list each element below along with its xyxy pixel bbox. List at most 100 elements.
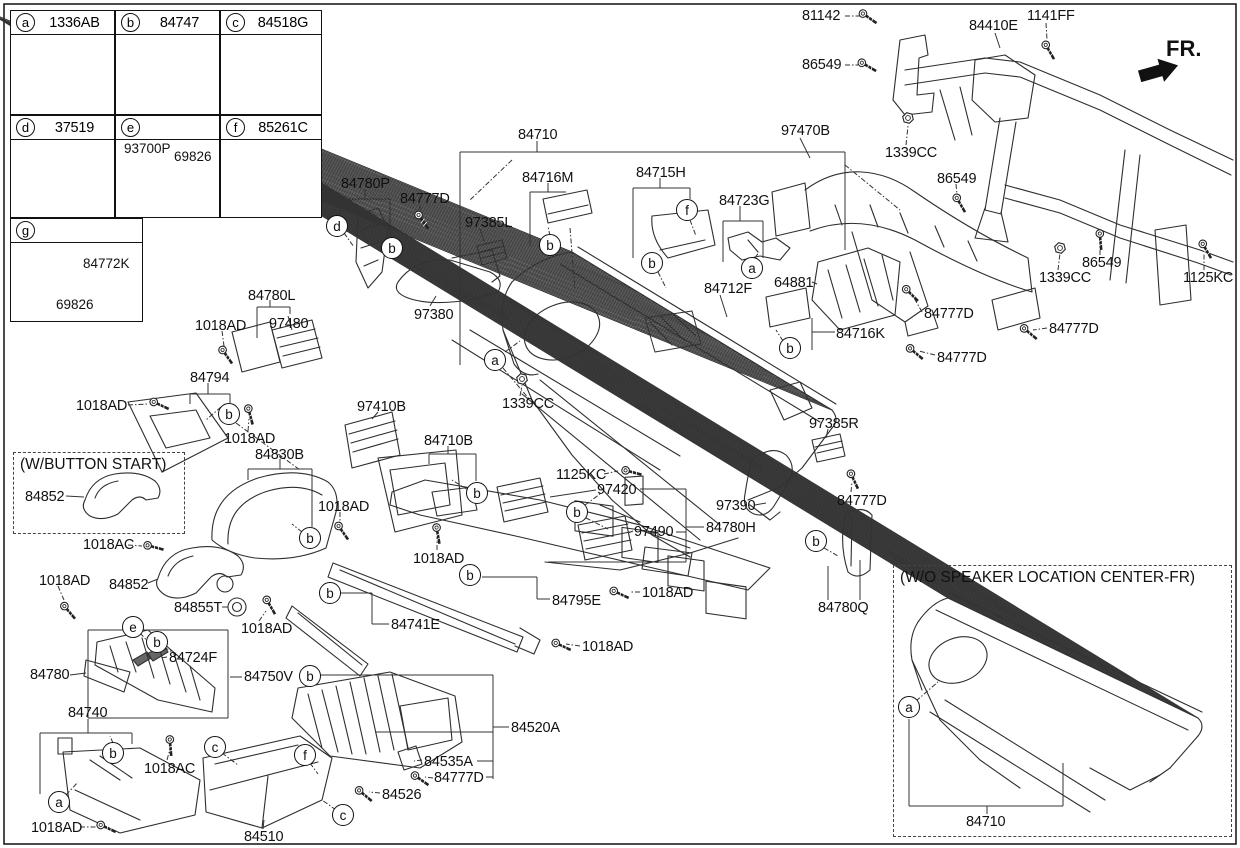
legend-key-icon: g bbox=[16, 221, 35, 240]
callout-d: d bbox=[326, 215, 348, 237]
part-label-1018AD: 1018AD bbox=[318, 499, 370, 515]
callout-b: b bbox=[381, 237, 403, 259]
part-label-1125KC: 1125KC bbox=[1183, 270, 1234, 286]
legend-part-code: 84518G bbox=[257, 14, 309, 31]
part-label-1018AD: 1018AD bbox=[76, 398, 128, 414]
callout-f: f bbox=[676, 199, 698, 221]
part-label-84780L: 84780L bbox=[248, 288, 296, 304]
callout-b: b bbox=[466, 482, 488, 504]
legend-part-label-69826: 69826 bbox=[174, 149, 212, 164]
part-label-84777D: 84777D bbox=[400, 191, 450, 207]
part-label-1018AD: 1018AD bbox=[413, 551, 465, 567]
part-label-97480: 97480 bbox=[269, 316, 309, 332]
part-label-1018AD: 1018AD bbox=[39, 573, 91, 589]
part-label-84520A: 84520A bbox=[511, 720, 560, 736]
part-label-84855T: 84855T bbox=[174, 600, 222, 616]
part-label-84510: 84510 bbox=[244, 829, 284, 845]
variant-box-title: (W/BUTTON START) bbox=[20, 456, 167, 473]
part-label-1018AD: 1018AD bbox=[31, 820, 83, 836]
part-label-84852: 84852 bbox=[109, 577, 149, 593]
part-label-1125KC: 1125KC bbox=[556, 467, 607, 483]
part-label-97410B: 97410B bbox=[357, 399, 406, 415]
part-label-84710B: 84710B bbox=[424, 433, 473, 449]
part-label-84710: 84710 bbox=[518, 127, 558, 143]
part-label-84716M: 84716M bbox=[522, 170, 574, 186]
legend-key-icon: d bbox=[16, 118, 35, 137]
part-label-84777D: 84777D bbox=[924, 306, 974, 322]
callout-b: b bbox=[566, 501, 588, 523]
legend-cell-f: f 85261C bbox=[220, 115, 322, 218]
part-label-84794: 84794 bbox=[190, 370, 230, 386]
part-label-84780Q: 84780Q bbox=[818, 600, 869, 616]
callout-b: b bbox=[299, 665, 321, 687]
part-label-1141FF: 1141FF bbox=[1027, 8, 1075, 24]
part-label-84740: 84740 bbox=[68, 705, 108, 721]
legend-part-label-69826: 69826 bbox=[56, 297, 94, 312]
part-label-97385R: 97385R bbox=[809, 416, 859, 432]
part-label-97470B: 97470B bbox=[781, 123, 830, 139]
legend-key-icon: f bbox=[226, 118, 245, 137]
legend-key-icon: b bbox=[121, 13, 140, 32]
part-label-84795E: 84795E bbox=[552, 593, 601, 609]
part-label-84724F: 84724F bbox=[169, 650, 217, 666]
part-label-84715H: 84715H bbox=[636, 165, 686, 181]
part-label-84780H: 84780H bbox=[706, 520, 756, 536]
part-label-1018AD: 1018AD bbox=[241, 621, 293, 637]
legend-part-code: 85261C bbox=[258, 119, 308, 136]
part-label-1339CC: 1339CC bbox=[1039, 270, 1091, 286]
part-label-1018AC: 1018AC bbox=[144, 761, 196, 777]
part-label-84777D: 84777D bbox=[1049, 321, 1099, 337]
part-label-84830B: 84830B bbox=[255, 447, 304, 463]
part-label-97390: 97390 bbox=[716, 498, 756, 514]
callout-b: b bbox=[299, 527, 321, 549]
callout-a: a bbox=[741, 257, 763, 279]
variant-box: (W/BUTTON START) bbox=[13, 452, 185, 534]
legend-cell-b: b 84747 bbox=[115, 10, 220, 115]
part-label-84535A: 84535A bbox=[424, 754, 473, 770]
part-label-84777D: 84777D bbox=[937, 350, 987, 366]
callout-e: e bbox=[122, 616, 144, 638]
part-label-84780P: 84780P bbox=[341, 176, 390, 192]
part-label-84526: 84526 bbox=[382, 787, 422, 803]
part-label-84777D: 84777D bbox=[434, 770, 484, 786]
part-label-84750V: 84750V bbox=[244, 669, 293, 685]
variant-box: (W/O SPEAKER LOCATION CENTER-FR) bbox=[893, 565, 1232, 837]
callout-b: b bbox=[539, 234, 561, 256]
legend-key-icon: c bbox=[226, 13, 245, 32]
callout-b: b bbox=[779, 337, 801, 359]
part-label-81142: 81142 bbox=[802, 8, 841, 24]
callout-c: c bbox=[332, 804, 354, 826]
fr-direction-arrow-icon bbox=[1137, 58, 1179, 83]
part-label-84410E: 84410E bbox=[969, 18, 1018, 34]
legend-key-icon: a bbox=[16, 13, 35, 32]
part-label-84723G: 84723G bbox=[719, 193, 770, 209]
part-label-84710: 84710 bbox=[966, 814, 1006, 830]
part-label-1018AD: 1018AD bbox=[224, 431, 276, 447]
part-label-86549: 86549 bbox=[937, 171, 977, 187]
part-label-84716K: 84716K bbox=[836, 326, 885, 342]
variant-box-title: (W/O SPEAKER LOCATION CENTER-FR) bbox=[900, 569, 1196, 586]
part-label-1018AD: 1018AD bbox=[582, 639, 634, 655]
legend-part-code: 1336AB bbox=[49, 14, 100, 31]
legend-key-icon: e bbox=[121, 118, 140, 137]
callout-b: b bbox=[102, 742, 124, 764]
callout-a: a bbox=[898, 696, 920, 718]
callout-a: a bbox=[48, 791, 70, 813]
legend-cell-g: g bbox=[10, 218, 143, 322]
legend-part-label-93700P: 93700P bbox=[124, 141, 171, 156]
legend-part-code: 84747 bbox=[159, 14, 200, 31]
legend-part-label-84772K: 84772K bbox=[83, 256, 130, 271]
part-label-1339CC: 1339CC bbox=[502, 396, 554, 412]
part-label-84777D: 84777D bbox=[837, 493, 887, 509]
part-label-84780: 84780 bbox=[30, 667, 70, 683]
callout-b: b bbox=[218, 403, 240, 425]
part-label-97380: 97380 bbox=[414, 307, 454, 323]
part-label-86549: 86549 bbox=[802, 57, 842, 73]
part-label-84852: 84852 bbox=[25, 489, 65, 505]
part-label-84712F: 84712F bbox=[704, 281, 752, 297]
callout-b: b bbox=[805, 530, 827, 552]
legend-cell-c: c 84518G bbox=[220, 10, 322, 115]
part-label-1339CC: 1339CC bbox=[885, 145, 937, 161]
